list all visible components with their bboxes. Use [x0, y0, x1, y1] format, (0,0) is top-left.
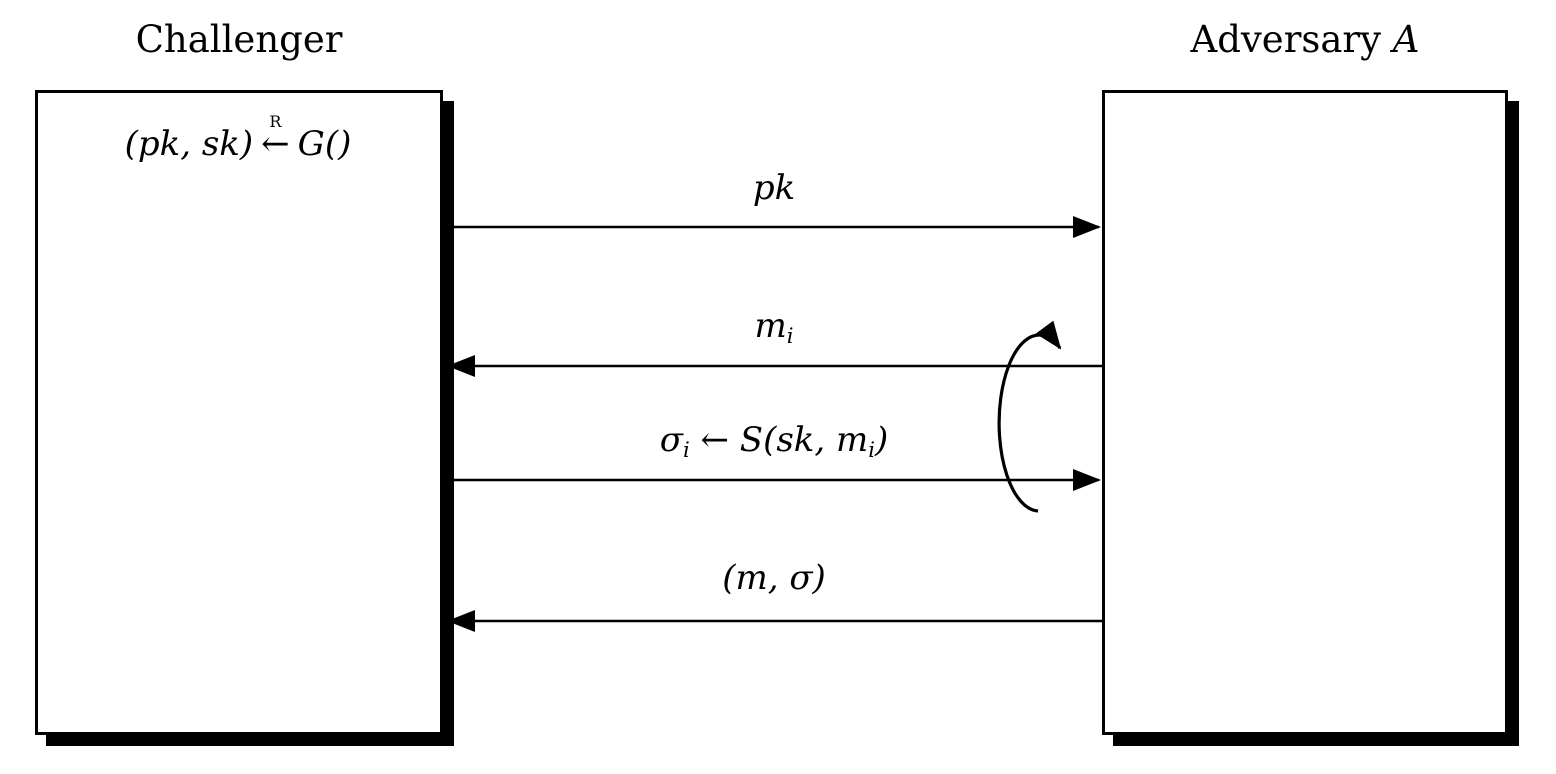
keygen-arrow-glyph: ← — [261, 124, 290, 164]
keygen-lhs: (pk, sk) — [124, 124, 254, 164]
sigma-s3: ) — [875, 420, 889, 460]
forgery-label-text: (m, σ) — [722, 558, 826, 598]
pk-label-text: pk — [752, 168, 796, 208]
message-label-forgery: (m, σ) — [446, 558, 1102, 598]
challenger-title: Challenger — [35, 18, 443, 61]
sigma-s2: ← S(sk, m — [689, 420, 869, 460]
adversary-box — [1102, 90, 1508, 735]
sigma-s1: σ — [659, 420, 683, 460]
message-label-pk: pk — [446, 168, 1102, 208]
message-label-mi: mi — [446, 306, 1102, 348]
sigma-sub2: i — [868, 436, 876, 462]
message-label-sigma: σi ← S(sk, mi) — [446, 420, 1102, 462]
adversary-symbol: A — [1392, 18, 1420, 61]
sigma-sub1: i — [682, 436, 690, 462]
keygen-arrow: R← — [261, 114, 290, 164]
keygen-rhs: G() — [297, 124, 352, 164]
challenger-box — [35, 90, 443, 735]
adversary-title: Adversary A — [1102, 18, 1508, 61]
keygen-expression: (pk, sk)R←G() — [38, 114, 438, 164]
adversary-title-text: Adversary — [1190, 18, 1382, 61]
mi-subscript: i — [786, 322, 794, 348]
challenger-title-text: Challenger — [135, 18, 343, 61]
keygen-arrow-superscript: R — [269, 112, 282, 132]
mi-base: m — [754, 306, 787, 346]
